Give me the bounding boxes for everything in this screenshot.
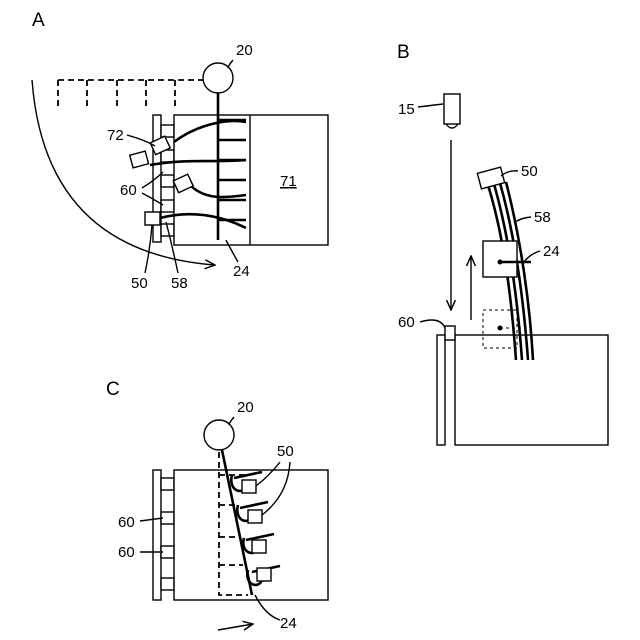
ref-50-c: 50: [277, 443, 294, 460]
dashed-gantry: [58, 80, 203, 107]
ref-58: 58: [171, 275, 188, 292]
ref-20: 20: [236, 42, 253, 59]
c-left-wall: [153, 470, 161, 600]
panel-b-label: B: [397, 42, 410, 63]
connector-50: [145, 212, 160, 225]
ref-50: 50: [131, 275, 148, 292]
ref-50-b: 50: [521, 163, 538, 180]
ref-20-c: 20: [237, 399, 254, 416]
connector-60: [445, 326, 455, 340]
leader-20: [228, 60, 233, 68]
b-wall: [437, 335, 445, 445]
ref-60-c2: 60: [118, 544, 135, 561]
panel-c: C 20: [106, 379, 328, 632]
ref-24: 24: [233, 263, 250, 280]
ref-24-b: 24: [543, 243, 560, 260]
panel-b: B 15 60 50 58 24: [397, 42, 608, 445]
ref-24-c: 24: [280, 615, 297, 632]
panel-c-label: C: [106, 379, 120, 400]
panel-a: A 20 71 7: [32, 10, 328, 292]
ref-60-b: 60: [398, 314, 415, 331]
ref-60: 60: [120, 182, 137, 199]
c-connector-pins: [161, 478, 174, 590]
ref-15: 15: [398, 101, 415, 118]
ref-71: 71: [280, 173, 297, 190]
gripper-24: [483, 241, 517, 277]
ref-72: 72: [107, 127, 124, 144]
connector-a2: [130, 151, 149, 168]
ref-58-b: 58: [534, 209, 551, 226]
panel-a-label: A: [32, 10, 45, 31]
machine-box-71: [174, 115, 328, 245]
ref-60-c1: 60: [118, 514, 135, 531]
c-right-arrow: [218, 624, 253, 630]
camera-icon: [444, 94, 460, 128]
